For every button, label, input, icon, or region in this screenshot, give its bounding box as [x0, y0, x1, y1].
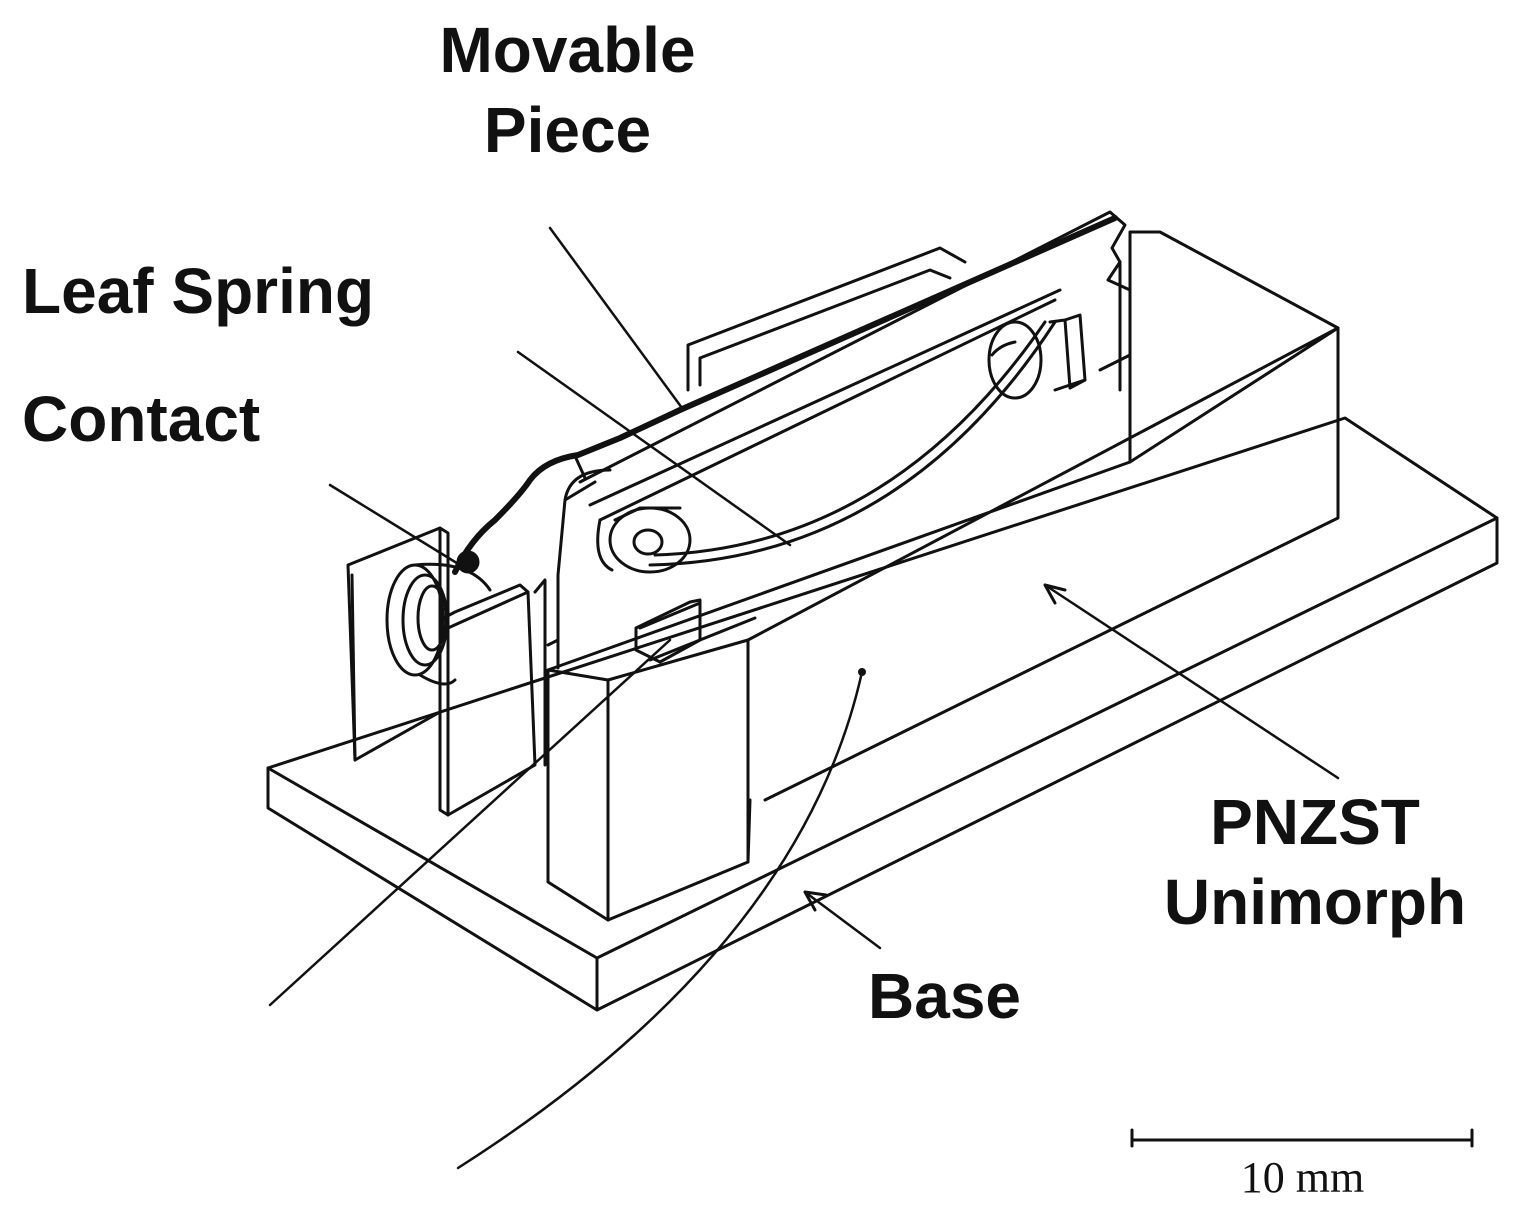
label-pnzst-unimorph: PNZST Unimorph [1130, 782, 1500, 942]
label-pnzst-line1: PNZST [1210, 786, 1420, 858]
arrow-base [803, 890, 828, 912]
leader-pnzst [1043, 583, 1340, 780]
label-contact: Contact [22, 383, 261, 455]
label-pnzst-line2: Unimorph [1163, 866, 1467, 938]
scale-bar [1130, 1128, 1474, 1148]
arrow-pnzst [1043, 583, 1067, 605]
label-leaf-spring: Leaf Spring [22, 255, 375, 327]
scale-bar-label: 10 mm [1240, 1153, 1365, 1202]
label-movable-piece-line2: Piece [483, 94, 652, 166]
leader-base [803, 890, 882, 950]
label-base: Base [868, 960, 1021, 1032]
unimorph-actuator [546, 230, 1340, 922]
contact-wire [452, 215, 1118, 575]
movable-piece [546, 210, 1132, 670]
roller [608, 506, 692, 574]
base-plate [266, 416, 1499, 1012]
leaf-spring [634, 320, 1057, 664]
label-movable-piece: Movable Piece [395, 10, 740, 170]
contact-assembly [346, 526, 547, 817]
leader-lines [268, 226, 1340, 1170]
leader-diagonal [268, 638, 672, 1007]
leader-contact [328, 483, 462, 567]
leader-curve-dot [858, 668, 866, 676]
label-movable-piece-line1: Movable [439, 14, 696, 86]
leader-movable-piece [548, 226, 684, 410]
leader-leaf-spring [516, 350, 792, 547]
leader-curve [456, 670, 864, 1170]
